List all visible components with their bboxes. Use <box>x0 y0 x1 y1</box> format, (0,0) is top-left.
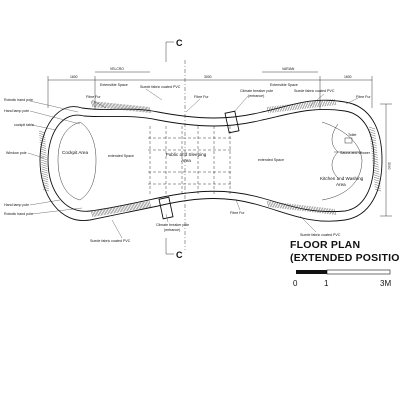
label-climate-top-line1: Climate breaker pole <box>240 89 273 93</box>
room-sauna: Sauna and shower <box>340 151 371 155</box>
room-toilet: Toilet <box>348 133 356 137</box>
room-cockpit: Cockpit Area <box>62 150 88 155</box>
room-kitchen-line1: Kitchen and Washing <box>320 176 364 181</box>
label-hand-lamp-pole-top: Hand lamp pole <box>4 109 29 113</box>
label-robotic-hand-pole-bottom: Robotic hand pole <box>4 212 33 216</box>
label-extensible-left: Extensible Space <box>100 83 128 87</box>
label-suede-right: Suede fabric coated PVC <box>294 89 335 93</box>
title-line1: FLOOR PLAN <box>290 239 360 251</box>
climate-pole-bottom <box>158 196 174 220</box>
section-mark-bottom: C <box>176 250 183 260</box>
label-robotic-hand-pole-top: Robotic hand pole <box>4 98 33 102</box>
room-public-line2: Area <box>181 158 191 163</box>
label-suede-bottom-left: Suede fabric coated PVC <box>90 239 131 243</box>
label-climate-bottom-line2: (entrance) <box>164 228 180 232</box>
climate-pole-top <box>224 110 240 134</box>
section-mark-top: C <box>176 38 183 48</box>
dim-left: 1600 <box>70 75 78 79</box>
label-fibre-fur-center: Fibre Fur <box>194 95 209 99</box>
interior-lines <box>57 60 363 250</box>
label-fibre-fur-bottom: Fibre Fur <box>230 211 245 215</box>
scale-max: 3M <box>380 279 391 288</box>
label-suede-bottom-right: Suede fabric coated PVC <box>300 233 341 237</box>
title-line2: (EXTENDED POSITION) <box>290 252 400 264</box>
room-public-line1: Public and Sleeping <box>166 152 207 157</box>
dim-right: 1600 <box>344 75 352 79</box>
dimension-lines <box>47 71 392 217</box>
leader-lines <box>27 88 359 239</box>
section-line-bottom <box>165 238 174 255</box>
shell-outline <box>39 99 383 222</box>
dim-height: 3000 <box>387 162 391 170</box>
scale-one: 1 <box>324 279 329 288</box>
label-cockpit-table: cockpit table <box>14 123 34 127</box>
label-hand-lamp-pole-bottom: Hand lamp pole <box>4 203 29 207</box>
label-extended-right: extended Space <box>258 158 284 162</box>
label-window-pole: Window pole <box>6 151 27 155</box>
center-grid <box>148 126 232 196</box>
label-fibre-fur-right: Fibre Fur <box>356 95 371 99</box>
dim-velcro-right: VARIAN <box>282 67 295 71</box>
label-suede-top: Suede fabric coated PVC <box>140 85 181 89</box>
label-climate-bottom-line1: Climate breaker pole <box>156 223 189 227</box>
label-fibre-fur-left: Fibre Fur <box>86 95 101 99</box>
section-line-top <box>165 41 174 62</box>
dim-center: 3000 <box>204 75 212 79</box>
label-climate-top-line2: (entrance) <box>248 94 264 98</box>
scale-bar <box>296 269 391 275</box>
room-kitchen-line2: Area <box>336 182 346 187</box>
label-extensible-right: Extensible Space <box>270 83 298 87</box>
label-extended-left: extended Space <box>108 154 134 158</box>
wall-hatching <box>38 98 382 218</box>
dim-velcro-left: VELCRO <box>110 67 124 71</box>
scale-zero: 0 <box>293 279 298 288</box>
